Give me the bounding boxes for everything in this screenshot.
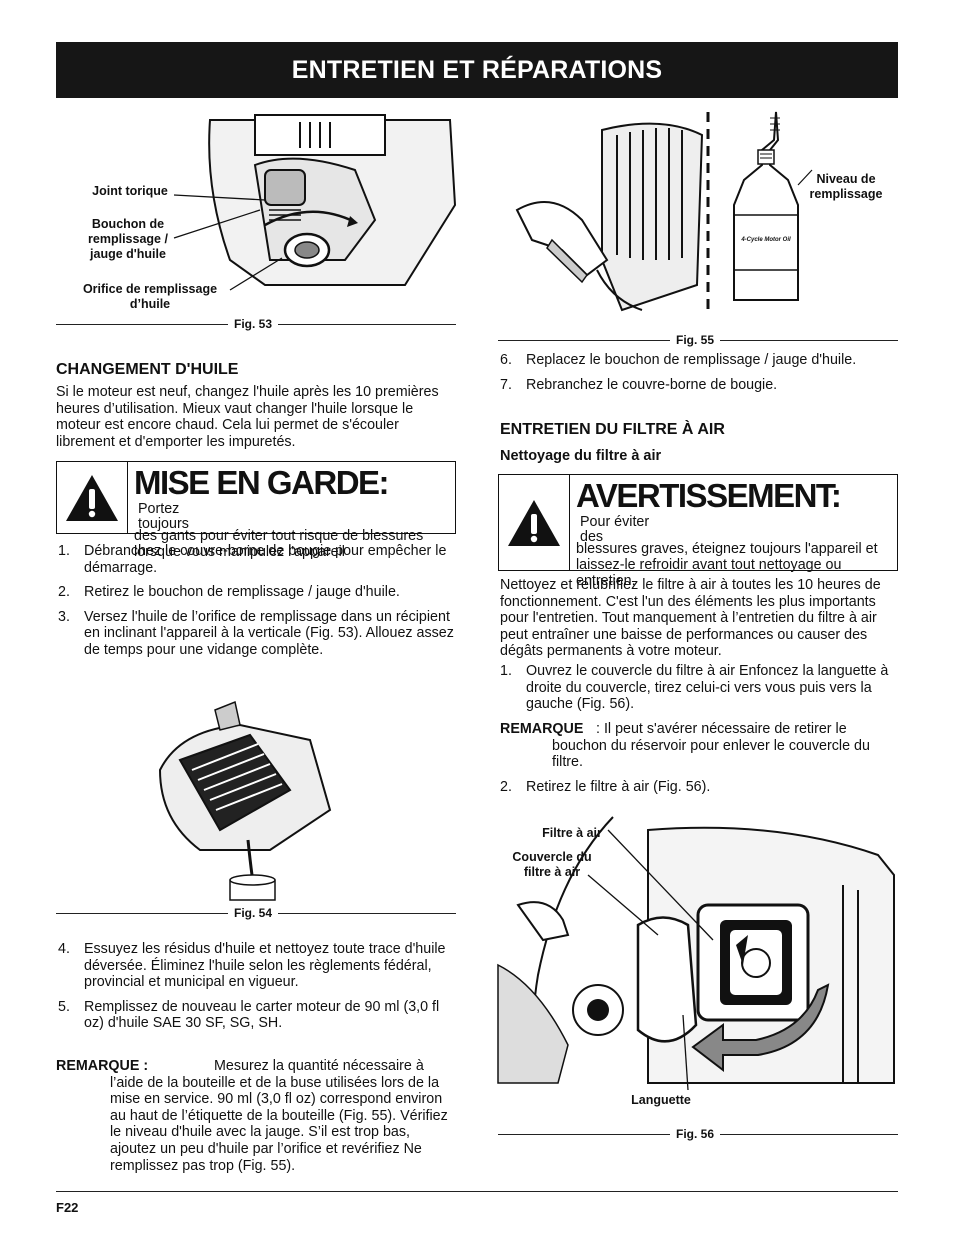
fig53-leader-lines (173, 194, 283, 291)
air-steps-1: 1.Ouvrez le couvercle du filtre à air En… (500, 663, 898, 721)
fig53-caption: Fig. 53 (228, 317, 279, 331)
oil-change-heading: CHANGEMENT D'HUILE (56, 361, 239, 378)
fig53-label-orifice: Orifice de remplissage d’huile (82, 282, 218, 311)
page-number: F22 (56, 1200, 79, 1215)
fig56-label-filtre: Filtre à air (542, 826, 602, 840)
list-item: 4.Essuyez les résidus d'huile et nettoye… (58, 941, 446, 991)
caution-title: MISE EN GARDE: (134, 464, 390, 501)
fig53-label-joint: Joint torique (92, 184, 168, 198)
air-filter-heading: ENTRETIEN DU FILTRE À AIR (500, 421, 725, 438)
list-item: 2.Retirez le filtre à air (Fig. 56). (500, 779, 711, 795)
fig55-caption: Fig. 55 (670, 333, 721, 347)
air-steps-2: 2.Retirez le filtre à air (Fig. 56). (500, 779, 898, 804)
fig53-illustration (208, 114, 457, 286)
caution-side: Portez toujours (138, 501, 189, 532)
oil-change-intro: Si le moteur est neuf, changez l'huile a… (56, 384, 439, 450)
list-item: 5.Remplissez de nouveau le carter moteur… (58, 998, 440, 1032)
fig56-label-languette: Languette (631, 1093, 691, 1107)
oil-steps-4-5: 4.Essuyez les résidus d'huile et nettoye… (58, 941, 456, 1040)
oil-note: REMARQUE : Mesurez la quantité nécessair… (56, 1058, 456, 1174)
warning-triangle-icon (66, 474, 118, 521)
warning-side: Pour éviter des (580, 514, 650, 545)
fig53-label-bouchon: Bouchon de remplissage / jauge d'huile (88, 217, 168, 261)
list-item: 2.Retirez le bouchon de remplissage / ja… (58, 584, 400, 601)
list-item: 3.Versez l'huile de l’orifice de remplis… (58, 608, 454, 658)
fig54-illustration (158, 700, 332, 901)
fig56-caption: Fig. 56 (670, 1127, 721, 1141)
fig55-label-niveau: Niveau de remplissage (809, 172, 883, 201)
warning-triangle-icon (508, 499, 560, 546)
caution-box: MISE EN GARDE:Portez toujours des gants … (56, 461, 456, 560)
air-filter-intro: Nettoyez et relubrifiez le filtre à air … (500, 577, 881, 660)
list-item: 1.Ouvrez le couvercle du filtre à air En… (500, 663, 889, 713)
air-note: REMARQUE : Il peut s'avérer nécessaire d… (500, 721, 900, 771)
fig55-label-bottle: 4-Cycle Motor Oil (741, 237, 791, 243)
caution-text: des gants pour éviter tout risque de ble… (134, 528, 424, 560)
warning-title: AVERTISSEMENT: (576, 477, 842, 514)
list-item: 6.Replacez le bouchon de remplissage / j… (500, 352, 857, 368)
fig56-label-couvercle: Couvercle du filtre à air (512, 850, 592, 879)
fig54-caption: Fig. 54 (228, 906, 279, 920)
section-banner: ENTRETIEN ET RÉPARATIONS (56, 42, 898, 98)
list-item: 1.Débranchez le couvre-borne de bougie p… (58, 543, 447, 576)
fig56-illustration (497, 815, 895, 1091)
air-note-label: REMARQUE (500, 721, 584, 737)
warning-text: blessures graves, éteignez toujours l'ap… (576, 541, 878, 589)
air-filter-subheading: Nettoyage du filtre à air (500, 448, 662, 464)
air-note-text: : Il peut s'avérer nécessaire de retirer… (552, 721, 870, 771)
list-item: 7.Rebranchez le couvre-borne de bougie. (500, 376, 778, 393)
oil-steps-1-3: 1.Débranchez le couvre-borne de bougie p… (58, 543, 456, 667)
oil-steps-6-7: 6.Replacez le bouchon de remplissage / j… (500, 352, 898, 401)
oil-note-text: Mesurez la quantité nécessaire à l’aide … (110, 1058, 448, 1174)
fig55-illustration (515, 111, 813, 315)
warning-box: AVERTISSEMENT:Pour éviter des blessures … (498, 474, 898, 589)
section-title: ENTRETIEN ET RÉPARATIONS (291, 55, 663, 84)
oil-note-label: REMARQUE : (56, 1058, 149, 1074)
footer-rule (56, 1191, 898, 1192)
